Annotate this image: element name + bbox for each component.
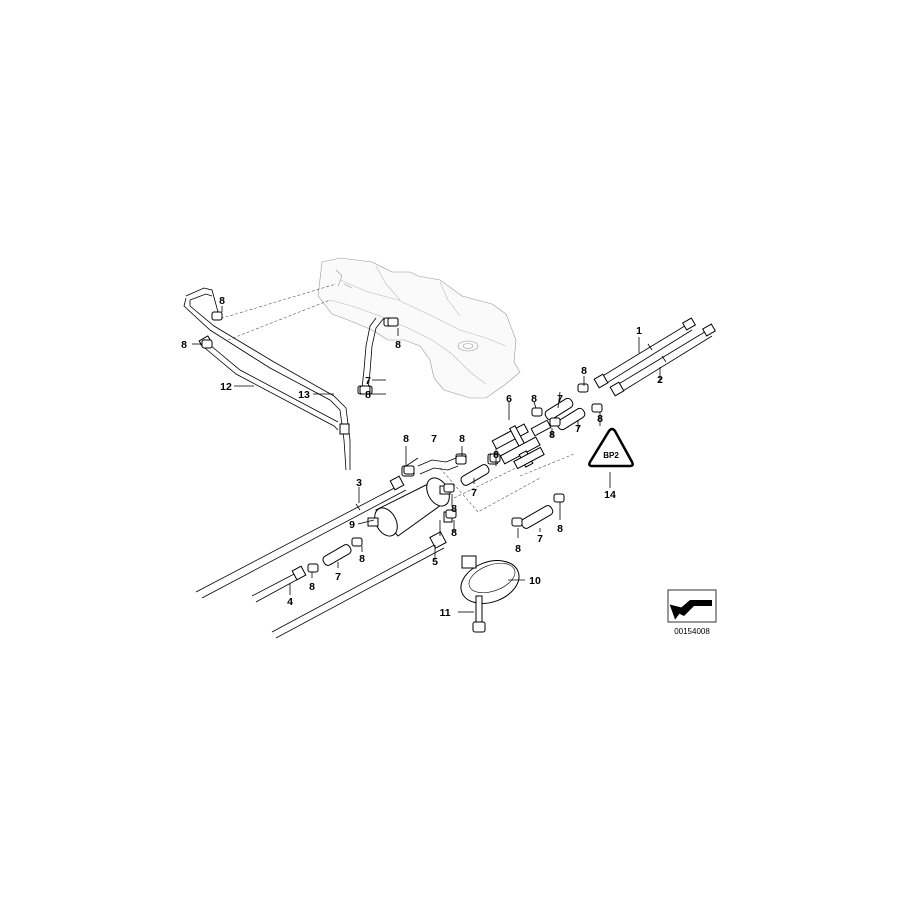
callout-c5: 5 xyxy=(432,556,438,568)
callout-c8b: 8 xyxy=(181,339,187,351)
callout-c8f: 8 xyxy=(581,365,587,377)
callout-c14: 14 xyxy=(604,489,616,501)
callout-c7c: 7 xyxy=(471,487,477,499)
short-hoses-upper xyxy=(544,397,586,431)
callout-c7d: 7 xyxy=(557,393,563,405)
leader-lines xyxy=(192,306,661,613)
short-hoses-lower xyxy=(322,505,554,566)
callout-c8j: 8 xyxy=(459,433,465,445)
hose-clamps xyxy=(201,311,603,573)
callout-c8c: 8 xyxy=(395,339,401,351)
fuel-line-2 xyxy=(609,323,717,397)
callout-c8e: 8 xyxy=(531,393,537,405)
fuel-line-1 xyxy=(593,317,697,389)
callout-c4: 4 xyxy=(287,596,293,608)
callout-c7e: 7 xyxy=(575,423,581,435)
callout-c8i: 8 xyxy=(403,433,409,445)
callout-c8o: 8 xyxy=(515,543,521,555)
callout-c8m: 8 xyxy=(309,581,315,593)
callout-c12: 12 xyxy=(220,381,232,393)
callout-c8k: 8 xyxy=(493,449,499,461)
bolt xyxy=(472,595,486,633)
fuel-filter xyxy=(367,477,451,537)
callout-c6: 6 xyxy=(506,393,512,405)
callout-c8p: 8 xyxy=(557,523,563,535)
callout-c9: 9 xyxy=(349,519,355,531)
fuel-tank xyxy=(317,257,521,399)
svg-text:BP2: BP2 xyxy=(603,451,619,460)
warning-triangle-icon: BP2 xyxy=(588,427,634,468)
callout-c2: 2 xyxy=(657,374,663,386)
callout-c8n: 8 xyxy=(359,553,365,565)
callout-c11: 11 xyxy=(439,607,450,619)
callout-c7f: 7 xyxy=(335,571,341,583)
callout-c8l: 8 xyxy=(451,503,457,515)
reference-lines xyxy=(215,283,575,513)
callout-c8g: 8 xyxy=(597,413,603,425)
fuel-line-12 xyxy=(185,287,339,431)
callout-c8d: 8 xyxy=(365,389,371,401)
callout-c8q: 8 xyxy=(451,527,457,539)
callout-c8h: 8 xyxy=(549,429,555,441)
arrow-icon xyxy=(667,589,717,623)
distributor-piece xyxy=(491,419,552,470)
fuel-line-4 xyxy=(251,565,307,603)
callout-c3: 3 xyxy=(356,477,362,489)
callout-c7g: 7 xyxy=(537,533,543,545)
callout-c13: 13 xyxy=(298,389,310,401)
drawing-number: 00154008 xyxy=(674,627,710,636)
callout-c10: 10 xyxy=(529,575,541,587)
callout-c8a: 8 xyxy=(219,295,225,307)
mounting-strap xyxy=(460,555,520,604)
fuel-line-3 xyxy=(195,475,407,599)
callout-c7b: 7 xyxy=(431,433,437,445)
callout-c7a: 7 xyxy=(365,375,371,387)
callout-c1: 1 xyxy=(636,325,642,337)
